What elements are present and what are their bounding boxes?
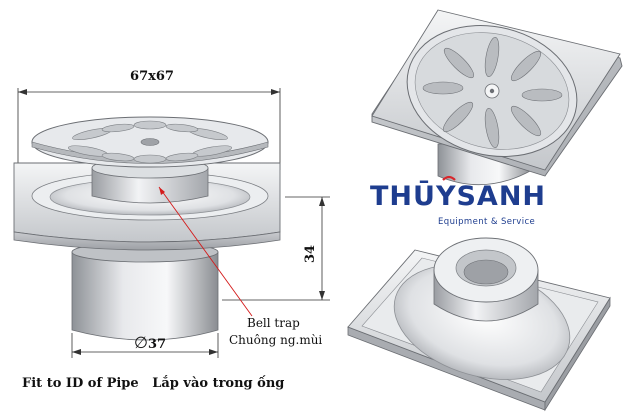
iso-view-grate — [371, 9, 623, 186]
diameter-symbol: ∅ — [134, 333, 148, 352]
caption: Fit to ID of Pipe Lắp vào trong ống — [22, 375, 284, 391]
brand-logo: THŪYSANH Equipment & Service — [370, 175, 546, 227]
brand-name: THŪYSANH — [370, 180, 546, 212]
width-dimension: 67x67 — [17, 69, 281, 170]
brand-accent-mark — [442, 175, 456, 181]
drain-body — [71, 241, 219, 341]
callout-line-2: Chuông ng.mùi — [229, 333, 322, 347]
diameter-dimension: ∅ 37 — [71, 333, 219, 358]
drain-drawing: 67x67 — [13, 69, 330, 391]
callout-line-1: Bell trap — [247, 316, 300, 330]
diameter-label: 37 — [148, 337, 166, 352]
iso-view-bell — [347, 237, 611, 412]
bell-trap-callout: Bell trap Chuông ng.mùi — [158, 186, 322, 347]
height-label: 34 — [303, 245, 318, 263]
width-label: 67x67 — [130, 69, 174, 84]
brand-tagline: Equipment & Service — [438, 217, 535, 227]
grate — [31, 116, 269, 168]
